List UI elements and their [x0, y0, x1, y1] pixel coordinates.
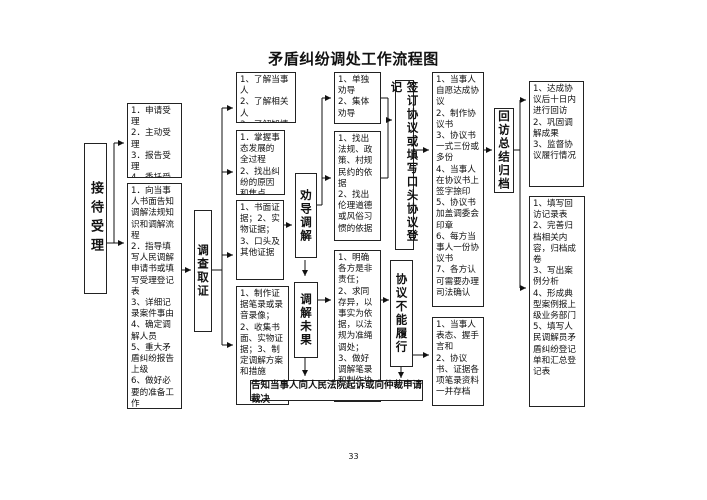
investigation-label: 调查取证 [196, 244, 210, 298]
agreement-steps-box: 1、当事人自愿达成协议 2、制作协议书 3、协议书一式三份或多份 4、当事人在协… [432, 72, 484, 307]
agreement-unfulfilled-node: 协议不能履行 [390, 260, 413, 367]
reception-node: 接待受理 [84, 143, 107, 294]
responsibility-box: 1、明确各方是非责任；2、求同存异，以事实为依据，以法规为准绳调处；3、做好调解… [334, 250, 381, 402]
reception-label: 接待受理 [88, 180, 103, 257]
sign-agreement-node: 签订协议或填写口头协议登记 [390, 80, 420, 250]
agreement-unfulfilled-label: 协议不能履行 [394, 273, 409, 354]
mediation-failed-node: 调解未果 [294, 282, 318, 358]
final-notice-box: 告知当事人向人民法院起诉或向仲裁申请裁决 [250, 379, 423, 405]
page-title: 矛盾纠纷调处工作流程图 [268, 50, 439, 68]
legal-basis-box: 1、找出法规、政策、村规民约的依据 2、找出伦理道德或风俗习惯的依据 [334, 131, 381, 241]
acceptance-types-box: 1．申请受理 2．主动受理 3．报告受理 4．委托受理 5．指定受理 [127, 103, 182, 178]
archive-records-box: 1、当事人表态、握手言和 2、协议书、证据各项笔录资料一并存档 [432, 317, 484, 406]
understand-parties-box: 1、了解当事人 2、了解相关人 3、了解知情人 4、现场考察 [236, 72, 296, 123]
persuasion-label: 劝导调解 [299, 188, 313, 243]
persuasion-methods-box: 1、单独劝导 2、集体劝导 [334, 72, 381, 124]
revisit-node: 回访总结归档 [494, 108, 514, 193]
revisit-tasks-box: 1、达成协议后十日内进行回访 2、巩固调解成果 3、监督协议履行情况 [529, 81, 584, 187]
persuasion-node: 劝导调解 [295, 173, 317, 258]
archive-tasks-box: 1、填写回访记录表 2、完善归档相关内容，归档成卷 3、写出案例分析 4、形成典… [529, 196, 585, 407]
grasp-situation-box: 1．掌握事态发展的全过程 2、找出纠纷的原因和焦点 [236, 130, 285, 195]
mediation-failed-label: 调解未果 [299, 293, 313, 347]
acceptance-details-box: 1．向当事人书面告知调解法规知识和调解流程 2．指导填写人民调解申请书或填写受理… [127, 183, 182, 409]
evidence-types-box: 1、书面证据；2、实物证据；3、口头及其他证据 [236, 200, 284, 280]
sign-agreement-label: 签订协议或填写口头协议登记 [389, 81, 420, 243]
investigation-node: 调查取证 [194, 210, 212, 332]
page-number: 33 [348, 452, 359, 461]
revisit-label: 回访总结归档 [497, 110, 511, 191]
